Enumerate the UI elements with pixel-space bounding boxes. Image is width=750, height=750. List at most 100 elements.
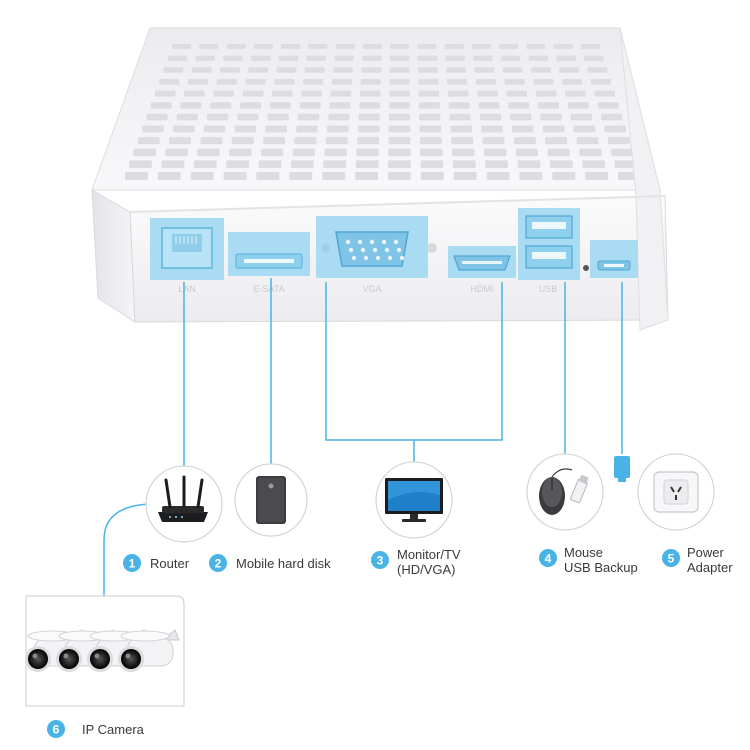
vent-slot <box>533 78 554 85</box>
vent-slot <box>150 102 172 109</box>
esata-port[interactable]: E-SATA <box>228 232 310 294</box>
vent-slot <box>213 90 234 97</box>
vent-slot <box>193 160 217 169</box>
ip-camera-label: IP Camera <box>82 722 144 737</box>
nvr-device: LAN E-SATA VGA HDMI <box>91 27 669 331</box>
vent-slot <box>504 78 525 85</box>
vent-slot <box>538 102 559 109</box>
device-right-side <box>619 27 669 331</box>
vent-slot <box>296 125 318 133</box>
vga-pin <box>381 239 387 245</box>
vent-slot <box>190 172 214 180</box>
vent-slot <box>607 137 630 145</box>
vent-slot <box>417 44 437 49</box>
vent-slot <box>289 172 313 180</box>
power-port[interactable] <box>590 240 638 278</box>
vent-slot <box>549 160 573 169</box>
vent-slot <box>604 125 627 133</box>
vent-slot <box>180 102 202 109</box>
vent-slot <box>419 137 442 145</box>
vent-slot <box>389 67 410 73</box>
vent-slot <box>587 67 608 73</box>
lan-port[interactable]: LAN <box>150 218 224 294</box>
vent-slot <box>265 125 287 133</box>
vent-slot <box>449 113 471 121</box>
vent-slot <box>517 160 541 169</box>
ip-camera-unit <box>118 629 180 672</box>
vent-slot <box>357 125 380 133</box>
vent-slot <box>258 160 282 169</box>
power-adapter-label-line-1: Power <box>687 545 724 560</box>
vent-slot <box>389 78 410 85</box>
vent-slot <box>420 160 444 169</box>
vent-slot <box>169 137 191 145</box>
vent-slot <box>478 102 500 109</box>
vent-slot <box>304 67 325 73</box>
vent-slot <box>188 78 209 85</box>
vent-slot <box>323 160 347 169</box>
hard-disk-icon <box>256 476 286 524</box>
vga-port[interactable]: VGA <box>316 216 437 294</box>
vent-slot <box>388 148 411 157</box>
vent-slot <box>167 55 188 61</box>
vent-slot <box>263 137 286 145</box>
vent-slot <box>161 160 185 169</box>
vent-slot <box>482 137 505 145</box>
router-label: Router <box>150 556 189 571</box>
vga-pin <box>345 239 351 245</box>
vent-slot <box>355 172 379 180</box>
vent-slot <box>220 67 240 73</box>
number-badge-text: 5 <box>668 552 675 566</box>
vent-slot <box>451 137 474 145</box>
ip-camera-label-line: IP Camera <box>82 722 144 737</box>
vent-slot <box>357 137 380 145</box>
vent-slot <box>333 67 353 73</box>
vent-slot <box>197 148 220 157</box>
power-outlet-icon <box>653 471 699 513</box>
vent-slot <box>594 90 615 97</box>
vent-slot <box>172 125 195 133</box>
vent-slot <box>256 172 280 180</box>
vent-slot <box>223 55 243 61</box>
usb-ports[interactable]: USB <box>518 208 580 294</box>
hdmi-port[interactable]: HDMI <box>448 246 516 294</box>
vent-slot <box>542 125 565 133</box>
connection-lines <box>103 278 623 596</box>
vent-slot <box>486 172 510 180</box>
vent-slot <box>226 44 246 49</box>
vent-slot <box>567 102 589 109</box>
mouse-usb-label: Mouse USB Backup <box>564 545 638 575</box>
vent-slot <box>237 113 259 121</box>
vent-slot <box>360 78 381 85</box>
mouse-usb-peripheral <box>526 453 604 531</box>
vent-slot <box>390 44 410 49</box>
vent-slot <box>184 90 205 97</box>
number-badge: 6 <box>47 720 65 738</box>
vent-slot <box>163 67 184 73</box>
vent-slot <box>471 44 491 49</box>
vent-slot <box>157 172 181 180</box>
vent-slot <box>137 137 160 145</box>
monitor-label-line-2: (HD/VGA) <box>397 562 456 577</box>
vent-slot <box>446 67 466 73</box>
vent-slot <box>203 125 226 133</box>
vent-slot <box>512 125 534 133</box>
line-vga-hdmi-monitor <box>325 282 503 465</box>
vent-slot <box>142 125 164 133</box>
vent-slot <box>418 78 439 85</box>
vent-slot <box>299 102 321 109</box>
vent-slot <box>475 78 496 85</box>
vent-slot <box>229 148 252 157</box>
vent-slot <box>582 160 605 169</box>
vent-slot <box>330 90 352 97</box>
vent-slot <box>356 148 379 157</box>
vga-pin <box>396 247 402 253</box>
router-icon <box>158 475 208 522</box>
vent-slot <box>526 44 546 49</box>
vent-slot <box>388 160 411 169</box>
number-badge: 3 <box>371 551 389 569</box>
vent-slot <box>545 137 568 145</box>
vent-slot <box>324 148 347 157</box>
vent-slot <box>481 125 503 133</box>
